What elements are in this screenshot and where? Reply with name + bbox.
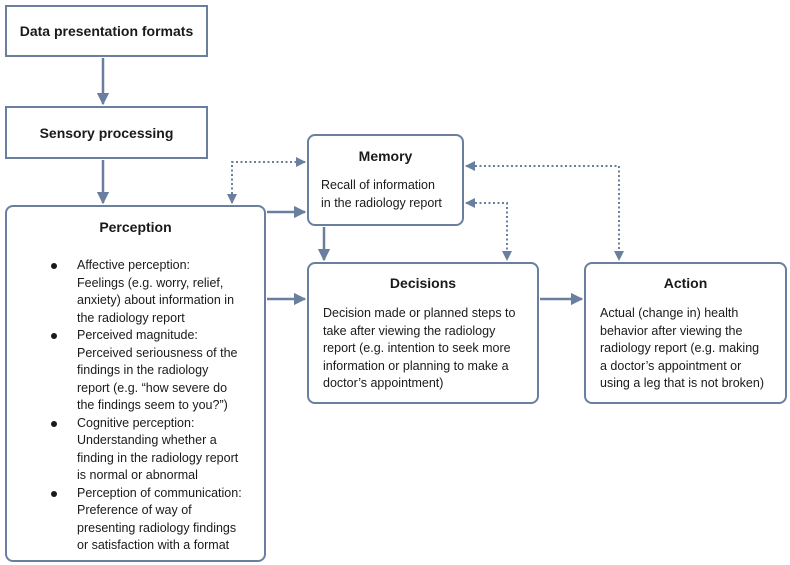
perception-box: Perception Affective perception: Feeling…	[5, 205, 266, 562]
data-presentation-box: Data presentation formats	[5, 5, 208, 57]
decisions-title: Decisions	[389, 275, 457, 291]
list-item: Perception of communication: Preference …	[7, 485, 264, 555]
decisions-line: information or planning to make a	[323, 358, 509, 373]
list-item: Perceived magnitude: Perceived seriousne…	[7, 327, 264, 415]
action-box: Action Actual (change in) health behavio…	[584, 262, 787, 404]
perception-line: Perceived magnitude:	[77, 328, 198, 342]
perception-line: presenting radiology findings	[77, 520, 237, 535]
action-description: Actual (change in) health behavior after…	[600, 305, 777, 393]
memory-box: Memory Recall of information in the radi…	[307, 134, 464, 226]
list-item: Cognitive perception: Understanding whet…	[7, 415, 264, 485]
perception-line: finding in the radiology report	[77, 450, 239, 465]
perception-line: or satisfaction with a format	[77, 538, 230, 552]
data-presentation-title: Data presentation formats	[19, 23, 194, 39]
perception-line: Understanding whether a	[77, 433, 217, 447]
perception-line: the findings seem to you?”)	[77, 398, 228, 412]
action-line: Actual (change in) health	[600, 306, 739, 320]
decisions-line: report (e.g. intention to seek more	[323, 341, 511, 355]
memory-title: Memory	[358, 148, 413, 164]
sensory-processing-box: Sensory processing	[5, 106, 208, 159]
perception-line: findings in the radiology	[77, 363, 209, 377]
memory-line: Recall of information	[321, 178, 435, 192]
decisions-line: take after viewing the radiology	[323, 323, 496, 338]
action-line: a doctor’s appointment or	[600, 358, 742, 373]
action-line: behavior after viewing the	[600, 323, 743, 338]
perception-line: Affective perception:	[77, 258, 191, 272]
list-item: Affective perception: Feelings (e.g. wor…	[7, 257, 264, 327]
decisions-line: doctor’s appointment)	[323, 376, 444, 390]
perception-line: anxiety) about information in	[77, 293, 235, 307]
perception-line: report (e.g. “how severe do	[77, 380, 228, 395]
action-line: using a leg that is not broken)	[600, 376, 764, 390]
dotted-arrow-perception-memory	[227, 157, 306, 204]
perception-list: Affective perception: Feelings (e.g. wor…	[7, 257, 264, 555]
perception-line: the radiology report	[77, 310, 185, 325]
perception-line: Preference of way of	[77, 503, 192, 517]
dotted-arrow-memory-action	[465, 161, 624, 261]
perception-line: Perception of communication:	[77, 485, 242, 500]
decisions-description: Decision made or planned steps to take a…	[323, 305, 527, 393]
action-title: Action	[663, 275, 708, 291]
dotted-arrow-memory-decisions	[465, 198, 512, 261]
decisions-line: Decision made or planned steps to	[323, 306, 516, 320]
perception-line: Feelings (e.g. worry, relief,	[77, 275, 224, 290]
action-line: radiology report (e.g. making	[600, 341, 760, 355]
perception-title: Perception	[99, 219, 172, 235]
decisions-box: Decisions Decision made or planned steps…	[307, 262, 539, 404]
memory-description: Recall of information in the radiology r…	[321, 177, 462, 212]
perception-line: Cognitive perception:	[77, 415, 195, 430]
memory-line: in the radiology report	[321, 195, 442, 210]
perception-line: is normal or abnormal	[77, 468, 198, 482]
sensory-processing-title: Sensory processing	[39, 124, 174, 141]
perception-line: Perceived seriousness of the	[77, 345, 238, 360]
